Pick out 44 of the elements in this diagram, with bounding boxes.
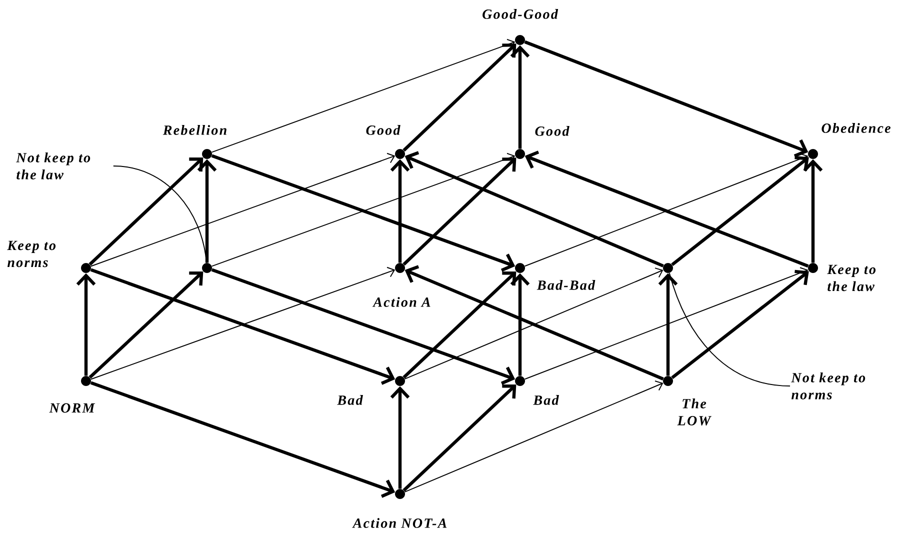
- leader-line: [668, 272, 790, 386]
- arrow: [76, 273, 96, 376]
- leader-line: [112, 166, 208, 264]
- arrow: [671, 156, 809, 266]
- point-label: Good: [535, 126, 570, 136]
- point-label: Good-Good: [482, 9, 558, 19]
- arrow: [402, 272, 516, 379]
- point-label: Rebellion: [162, 125, 226, 135]
- arrow: [211, 38, 516, 153]
- arrow: [197, 159, 217, 263]
- arrow: [88, 271, 204, 379]
- arrow: [524, 40, 808, 158]
- arrow: [404, 151, 664, 268]
- callout-text: Not keep to the law: [16, 152, 90, 180]
- arrow: [90, 152, 396, 267]
- point-label: Obedience: [822, 123, 890, 133]
- arrow: [390, 159, 410, 263]
- point-dot: [663, 263, 673, 273]
- arrow: [510, 45, 530, 149]
- point-label: Bad-Bad: [536, 280, 596, 290]
- arrow: [803, 159, 823, 263]
- arrow: [402, 158, 516, 266]
- arrow: [671, 270, 809, 380]
- arrow: [90, 381, 396, 498]
- arrow: [510, 273, 530, 376]
- point-label: The LOW: [677, 398, 712, 426]
- arrow: [402, 384, 516, 492]
- callout-text: Not keep to norms: [791, 372, 866, 400]
- arrow: [390, 386, 410, 489]
- point-label: Keep to the law: [827, 264, 876, 292]
- point-label: NORM: [49, 403, 96, 413]
- arrow: [404, 380, 664, 492]
- point-label: Keep to norms: [7, 240, 56, 268]
- arrow: [658, 273, 678, 376]
- point-label: Good: [366, 125, 400, 135]
- point-label: Bad: [533, 395, 559, 405]
- point-label: Bad: [337, 395, 363, 405]
- arrow: [402, 44, 516, 152]
- arrow: [524, 267, 808, 380]
- point-dot: [202, 263, 212, 273]
- point-label: Action NOT-A: [352, 518, 447, 528]
- arrow: [211, 268, 516, 385]
- arrow: [88, 158, 204, 266]
- point-label: Action A: [372, 297, 430, 307]
